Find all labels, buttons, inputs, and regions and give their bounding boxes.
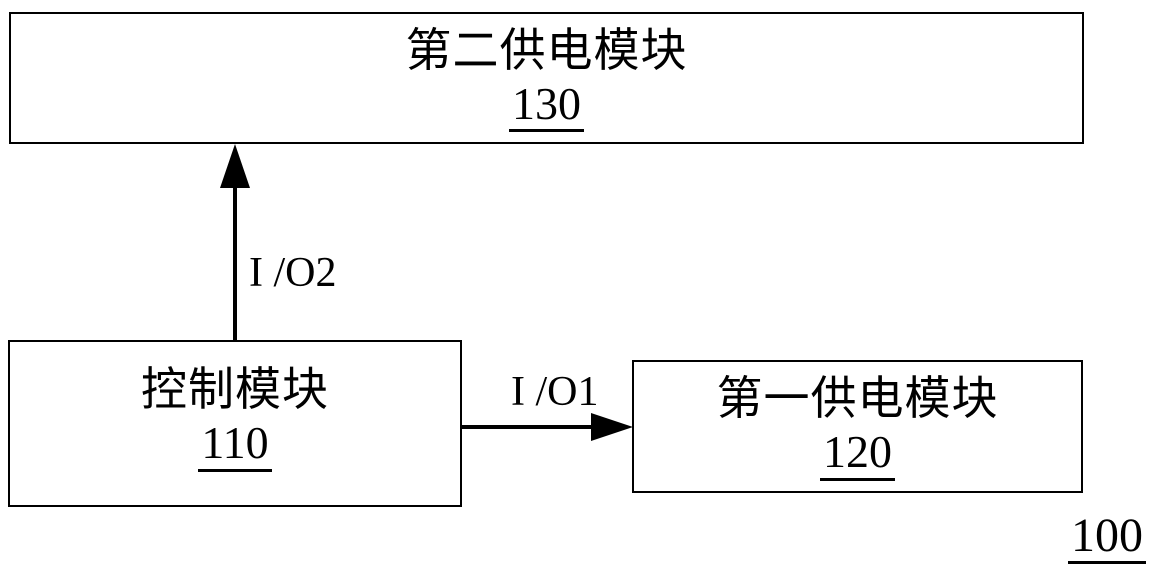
node-title: 第二供电模块 xyxy=(405,24,688,76)
figure-label: 100 xyxy=(1068,512,1146,564)
node-first-power-module: 第一供电模块 120 xyxy=(632,360,1083,493)
node-ref: 110 xyxy=(198,419,272,472)
node-ref: 120 xyxy=(820,428,895,481)
arrow-io1 xyxy=(462,413,633,441)
node-second-power-module: 第二供电模块 130 xyxy=(9,12,1084,144)
node-ref-number: 130 xyxy=(509,79,584,133)
node-ref-number: 120 xyxy=(820,428,895,481)
node-title: 控制模块 xyxy=(141,364,329,416)
node-control-module: 控制模块 110 xyxy=(8,340,462,507)
edge-label-io1: I /O1 xyxy=(511,369,599,415)
figure-label-number: 100 xyxy=(1068,512,1146,564)
edge-label-io2: I /O2 xyxy=(249,250,337,296)
node-ref-number: 110 xyxy=(198,419,272,472)
arrow-io2 xyxy=(220,144,250,340)
node-ref: 130 xyxy=(509,79,584,133)
node-title: 第一供电模块 xyxy=(716,373,999,425)
